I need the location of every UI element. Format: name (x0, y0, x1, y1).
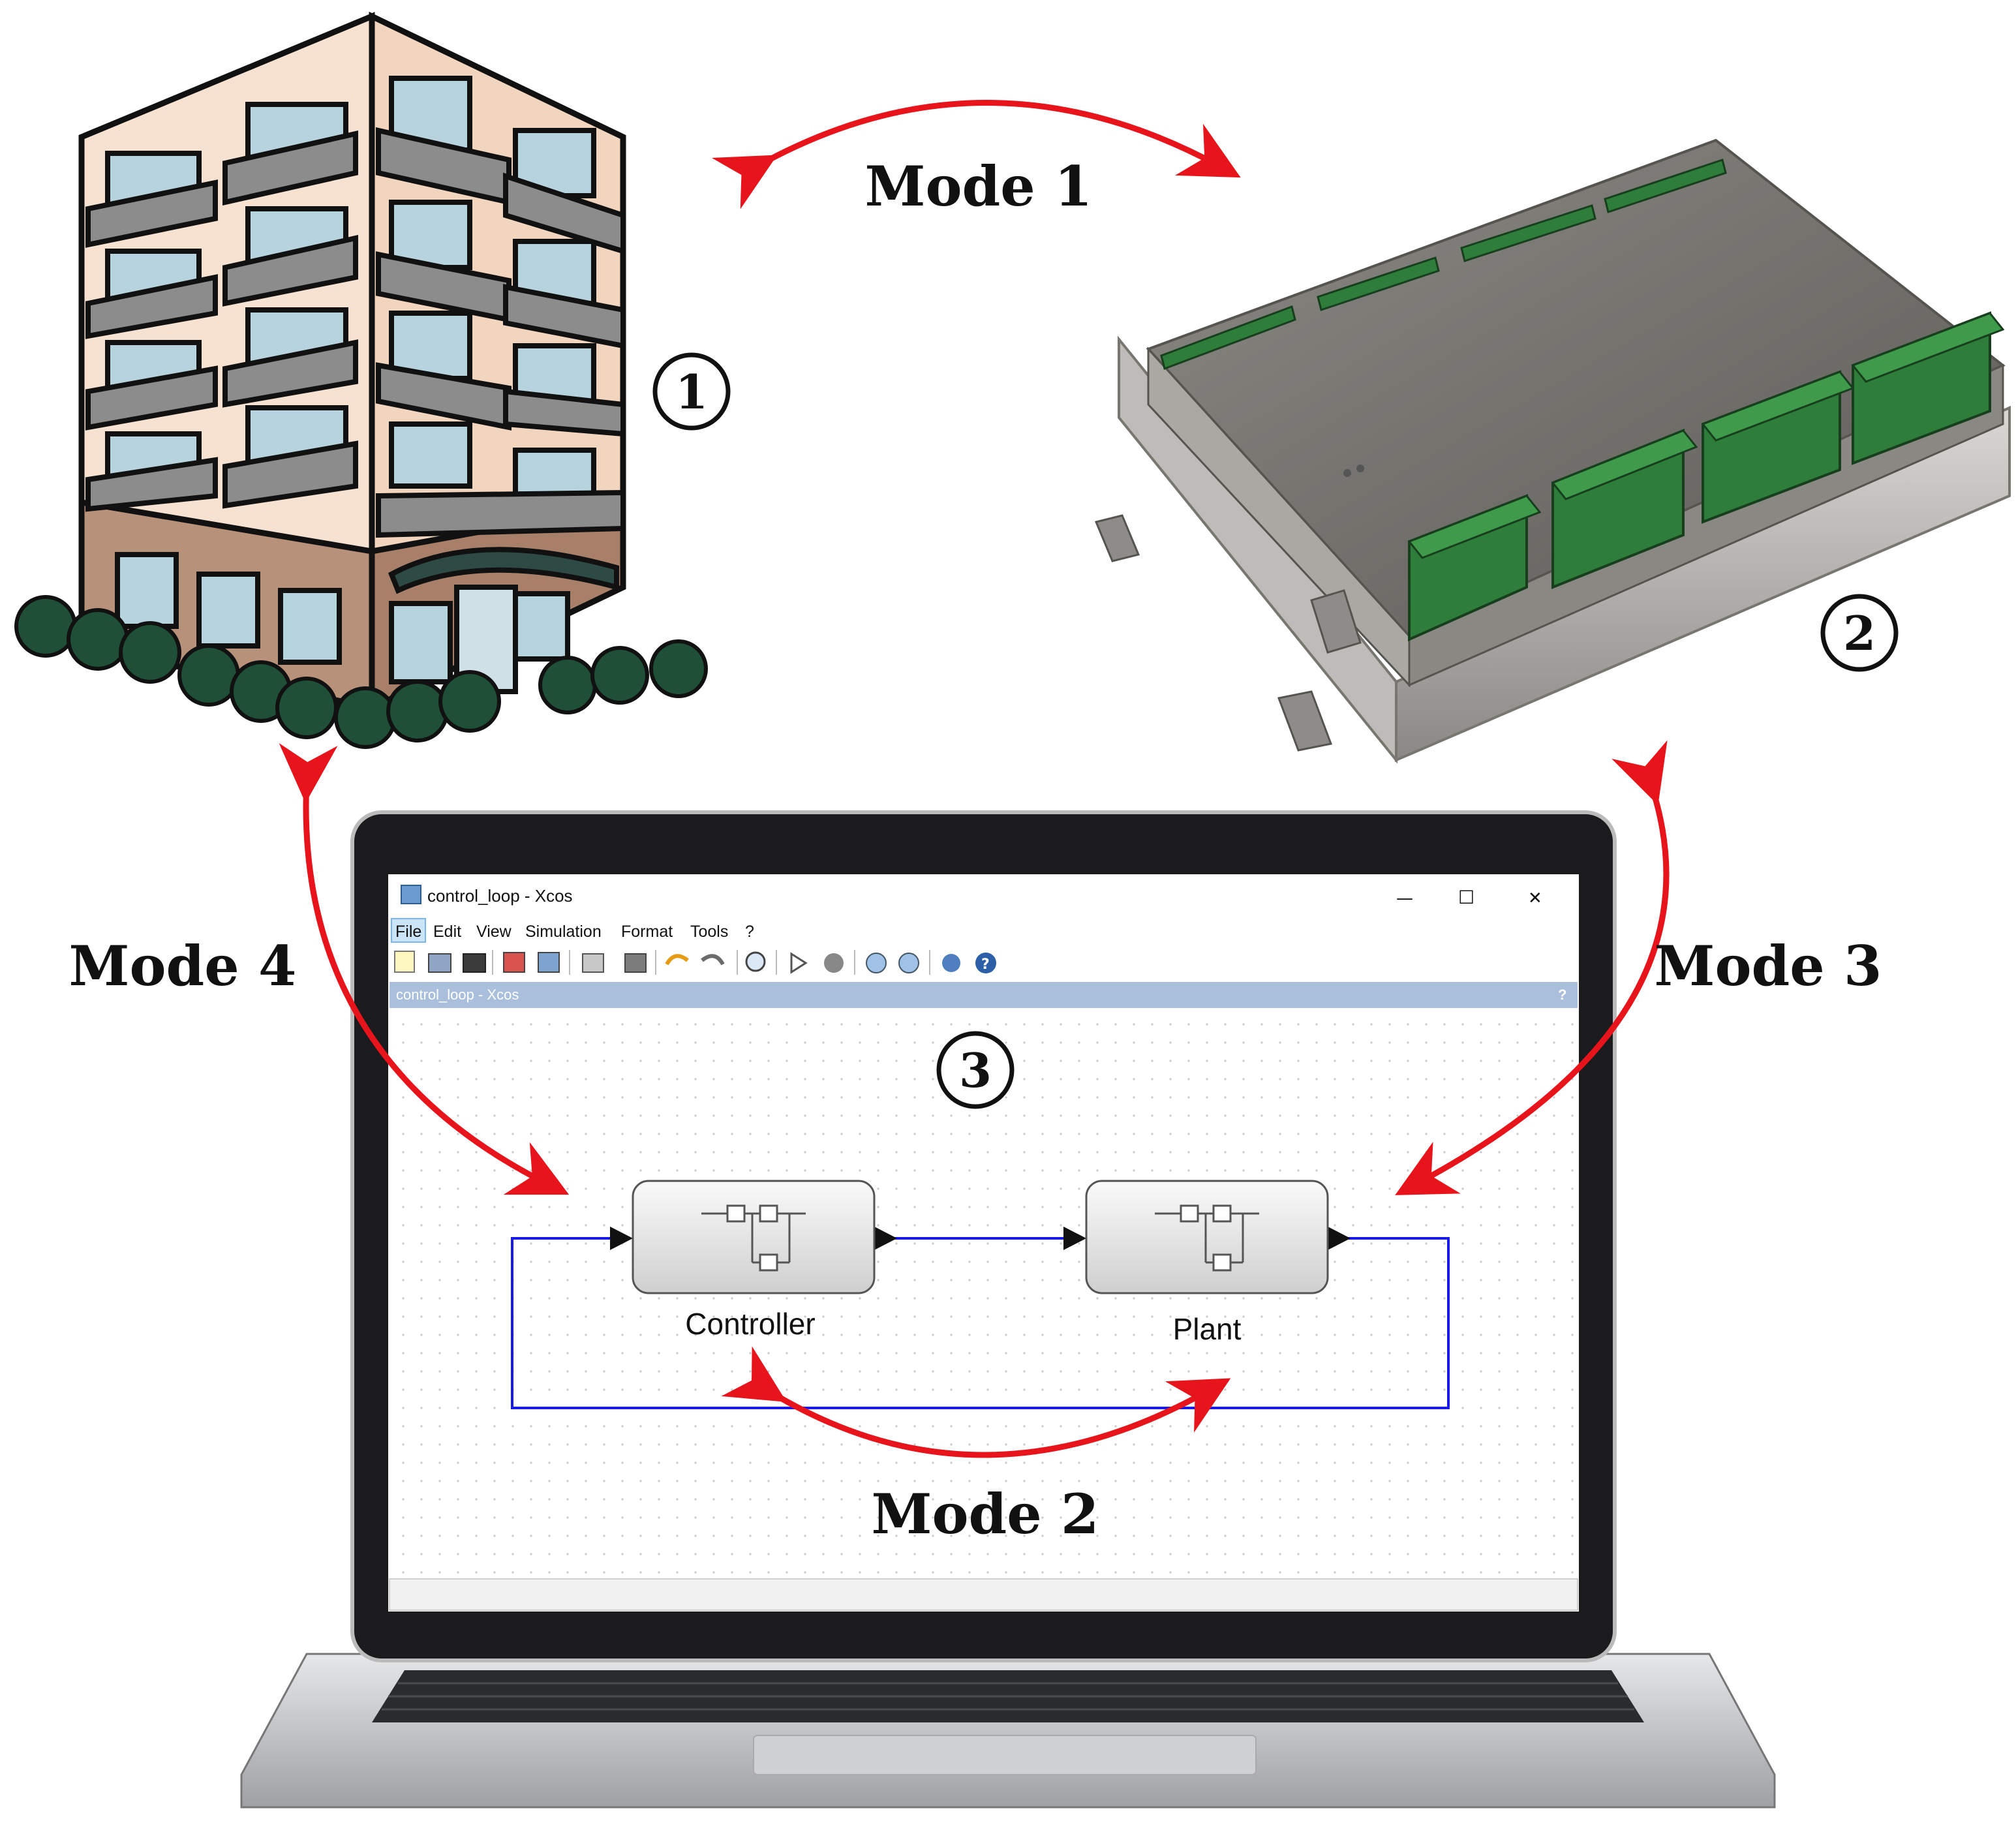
badge-3 (936, 1031, 1015, 1109)
save-icon[interactable] (503, 952, 525, 973)
menu-simulation[interactable]: Simulation (525, 923, 602, 941)
plant-output-port (1328, 1227, 1351, 1250)
save-as-icon[interactable] (538, 952, 560, 973)
minimize-button[interactable]: — (1396, 889, 1413, 908)
mode1-arrow (711, 100, 1241, 209)
maximize-button[interactable]: ☐ (1458, 887, 1474, 908)
controller-input-port (610, 1227, 633, 1250)
mode2-label: Mode 2 (872, 1482, 1099, 1546)
window-title: control_loop - Xcos (427, 886, 573, 906)
badge-1-number: 1 (675, 364, 708, 420)
new-diagram-icon[interactable] (394, 951, 415, 973)
controller-block[interactable] (632, 1180, 876, 1294)
xcos-window: control_loop - Xcos — ☐ ✕ File Edit View… (388, 874, 1579, 1611)
menu-file[interactable]: File (395, 923, 421, 941)
close-button[interactable]: ✕ (1528, 889, 1542, 908)
number-badges: 1 2 3 (652, 352, 1899, 1109)
undo-icon[interactable] (665, 954, 689, 966)
controller-label: Controller (685, 1307, 815, 1341)
mode4-label: Mode 4 (69, 934, 297, 998)
print-icon[interactable] (624, 953, 647, 973)
export-icon[interactable] (582, 953, 604, 973)
badge-1 (652, 352, 731, 431)
zoom-in-icon[interactable] (866, 953, 887, 973)
settings-gear-icon[interactable] (942, 954, 960, 972)
redo-icon[interactable] (701, 954, 725, 966)
tab-help[interactable]: ? (1558, 986, 1566, 1003)
building-illustration (14, 11, 708, 749)
zoom-out-icon[interactable] (898, 953, 919, 973)
menu-view[interactable]: View (476, 923, 512, 941)
start-simulation-icon[interactable] (790, 952, 808, 974)
menu-tools[interactable]: Tools (690, 923, 728, 941)
mode-arrows (279, 100, 1670, 1458)
document-tab-title[interactable]: control_loop - Xcos (396, 986, 519, 1003)
mode2-arrow (721, 1346, 1231, 1458)
menu-format[interactable]: Format (621, 923, 673, 941)
plant-block[interactable] (1085, 1180, 1329, 1294)
controller-output-port (874, 1227, 897, 1250)
mode3-arrow (1395, 740, 1670, 1195)
xcos-app-icon (401, 885, 421, 904)
hardware-controller-illustration (1094, 138, 2011, 764)
mode4-arrow (279, 742, 570, 1195)
badge-2 (1820, 594, 1899, 672)
open-folder-icon[interactable] (428, 953, 451, 973)
plant-label: Plant (1173, 1312, 1242, 1346)
stop-simulation-icon[interactable] (824, 953, 844, 973)
mode3-label: Mode 3 (1655, 934, 1882, 998)
help-icon[interactable] (975, 953, 996, 973)
plant-input-port (1063, 1227, 1086, 1250)
document-tab-bar (389, 982, 1578, 1008)
zoom-fit-icon[interactable] (745, 951, 766, 972)
menu-help[interactable]: ? (745, 923, 754, 941)
status-bar (389, 1578, 1578, 1611)
mode1-label: Mode 1 (865, 154, 1093, 219)
badge-2-number: 2 (1843, 605, 1876, 661)
svg-text:?: ? (981, 956, 990, 973)
menu-edit[interactable]: Edit (433, 923, 461, 941)
open-in-scilab-icon[interactable] (463, 953, 486, 973)
badge-3-number: 3 (959, 1043, 992, 1098)
